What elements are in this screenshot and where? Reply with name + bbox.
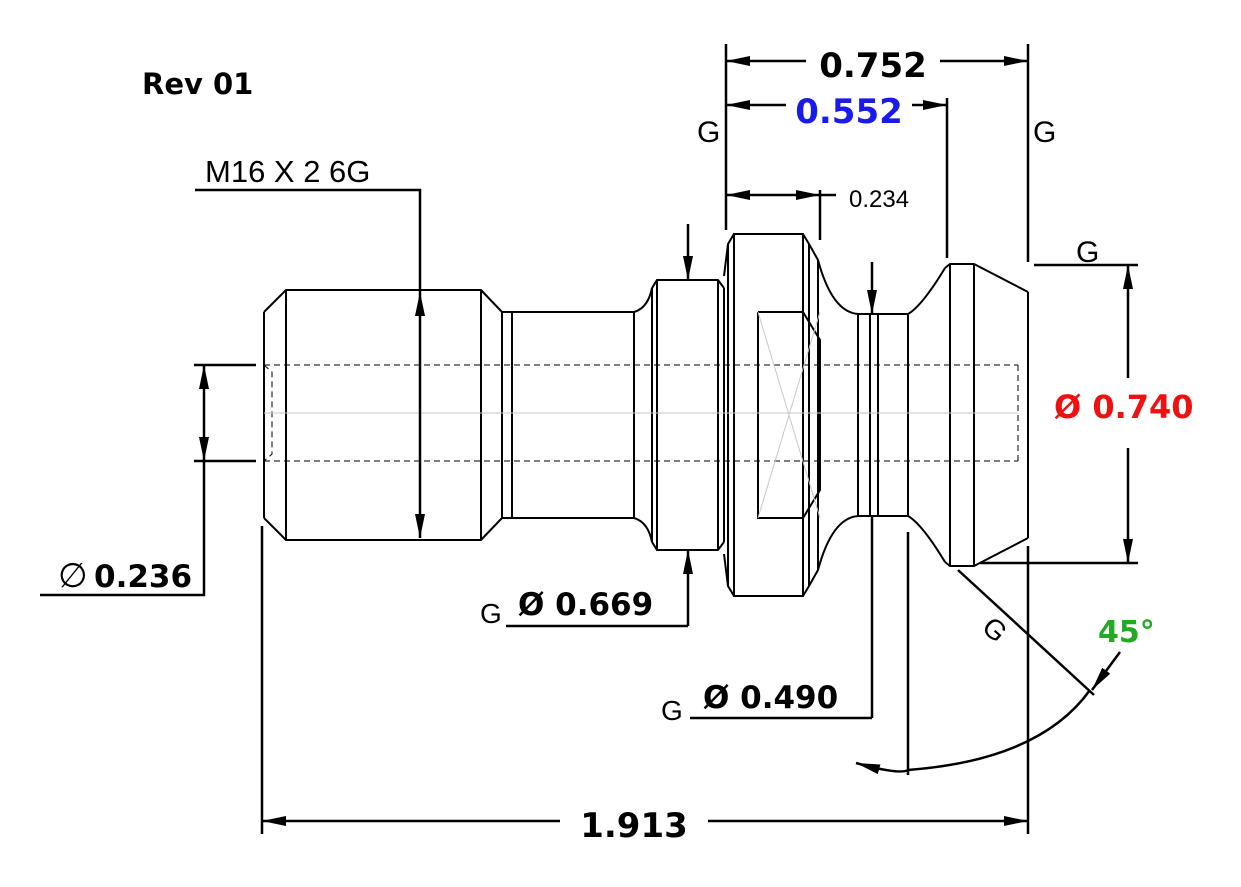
dim-45-arc xyxy=(855,689,1092,775)
groove-fillet-bottom-left xyxy=(817,515,859,571)
dim-label-669: Ø 0.669 xyxy=(518,587,653,623)
head-top xyxy=(944,263,1029,293)
neck-fillet-top xyxy=(633,287,653,313)
construction-lines xyxy=(264,311,1018,519)
thread-section-top xyxy=(263,289,503,313)
bore-dia-symbol: ∅ xyxy=(58,557,88,595)
collar-top xyxy=(651,279,725,289)
thread-leader xyxy=(195,188,422,292)
grind-mark-upper-left: G xyxy=(697,116,720,149)
collar-bottom xyxy=(651,541,725,551)
groove-fillet-top-right xyxy=(907,267,946,315)
dimension-lines xyxy=(40,44,1138,834)
grind-mark-head-top: G xyxy=(1076,236,1099,269)
grind-mark-groove: G xyxy=(661,695,683,726)
flat-diagonal-2 xyxy=(757,311,821,519)
dim-label-45: 45° xyxy=(1098,615,1155,650)
dim-label-236: 0.236 xyxy=(94,559,192,595)
groove-fillet-bottom-right xyxy=(907,515,946,563)
grind-mark-flange: G xyxy=(480,598,502,629)
grind-mark-upper-right: G xyxy=(1033,116,1056,149)
labels: Rev 01 M16 X 2 6G 0.752 0.552 0.234 ∅ 0.… xyxy=(58,46,1194,846)
thread-section-bottom xyxy=(263,517,503,541)
revision-label: Rev 01 xyxy=(142,67,253,101)
head-bottom xyxy=(944,537,1029,567)
thread-callout: M16 X 2 6G xyxy=(205,154,370,189)
dim-label-552: 0.552 xyxy=(795,92,903,132)
dim-45-arrow-tip xyxy=(1090,651,1122,691)
dim-label-1913: 1.913 xyxy=(580,806,688,846)
ext-chamfer-angle xyxy=(957,569,1095,696)
part-outline xyxy=(263,233,1029,597)
dim-label-740: Ø 0.740 xyxy=(1054,388,1194,426)
neck-fillet-bottom xyxy=(633,517,653,543)
bore-leader xyxy=(40,461,206,597)
dim-label-490: Ø 0.490 xyxy=(703,680,838,716)
dim-label-234: 0.234 xyxy=(849,186,909,213)
groove-fillet-top-left xyxy=(817,259,859,315)
dim-label-752: 0.752 xyxy=(819,46,927,86)
